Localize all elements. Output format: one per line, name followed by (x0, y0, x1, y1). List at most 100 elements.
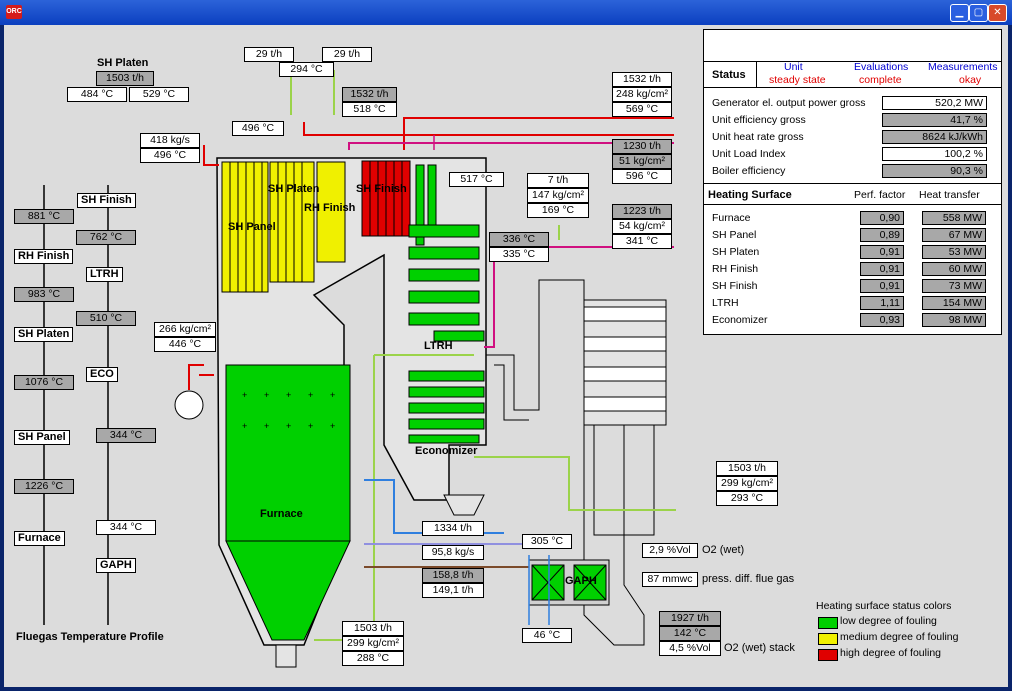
hs-row-factor: 0,90 (860, 211, 904, 225)
close-icon[interactable]: ✕ (988, 4, 1007, 22)
title-bar: ORC ▁ ▢ ✕ (0, 0, 1012, 25)
hs-row-label: SH Finish (712, 280, 758, 292)
svg-text:+: + (286, 421, 291, 431)
hs-col-factor: Perf. factor (854, 189, 906, 201)
stack-o2-label: O2 (wet) stack (724, 642, 795, 654)
status-row-value: 520,2 MW (882, 96, 987, 110)
svg-text:+: + (242, 390, 247, 400)
mid-temp: 169 °C (527, 203, 589, 218)
spray-flow-1: 29 t/h (244, 47, 294, 62)
legend-medium: medium degree of fouling (840, 631, 959, 643)
hs-row-heat: 73 MW (922, 279, 986, 293)
cold-reheat-temp: 341 °C (612, 234, 672, 249)
hs-row-heat: 53 MW (922, 245, 986, 259)
stack-temp: 142 °C (659, 626, 721, 641)
hs-row-heat: 67 MW (922, 228, 986, 242)
status-eval-header: Evaluations (854, 61, 909, 73)
minimize-icon[interactable]: ▁ (950, 4, 969, 22)
o2-wet: 2,9 %Vol (642, 543, 698, 558)
status-eval-value: complete (859, 74, 902, 86)
profile-temp-left-3: 1076 °C (14, 375, 74, 390)
hs-row-label: SH Panel (712, 229, 757, 241)
stack-o2: 4,5 %Vol (659, 641, 721, 656)
air-flow: 1334 t/h (422, 521, 484, 536)
sh-platen-temp-out: 529 °C (129, 87, 189, 102)
label-sh-platen[interactable]: SH Platen (268, 183, 320, 195)
air-inlet-temp: 46 °C (522, 628, 572, 643)
status-meas-value: okay (959, 74, 982, 86)
sh-platen-flow: 1503 t/h (96, 71, 154, 86)
status-row-label: Unit heat rate gross (712, 131, 804, 143)
profile-temp-right-3: 344 °C (96, 428, 156, 443)
hs-title: Heating Surface (708, 189, 792, 201)
press-diff-label: press. diff. flue gas (702, 573, 795, 585)
status-panel: Status Unit steady state Evaluations com… (703, 29, 1002, 335)
stack-flow: 1927 t/h (659, 611, 721, 626)
rh-temp: 518 °C (342, 102, 397, 117)
status-unit-header: Unit (784, 61, 803, 73)
main-steam-flow: 1532 t/h (612, 72, 672, 87)
profile-label-rh-finish: RH Finish (14, 249, 74, 264)
status-row-label: Generator el. output power gross (712, 97, 866, 109)
hs-row-heat: 60 MW (922, 262, 986, 276)
hs-row-heat: 558 MW (922, 211, 986, 225)
label-ltrh[interactable]: LTRH (424, 340, 453, 352)
cold-reheat-flow: 1223 t/h (612, 204, 672, 219)
label-rh-finish[interactable]: RH Finish (304, 202, 356, 214)
profile-label-ltrh: LTRH (86, 267, 123, 282)
sh-platen-temp-in: 484 °C (67, 87, 127, 102)
hs-col-heat: Heat transfer (919, 189, 980, 201)
profile-temp-left-4: 1226 °C (14, 479, 74, 494)
spray-flow-2: 29 t/h (322, 47, 372, 62)
svg-text:+: + (330, 421, 335, 431)
legend-swatch-medium (818, 633, 838, 645)
hs-row-factor: 0,91 (860, 262, 904, 276)
coal-flow-2: 149,1 t/h (422, 583, 484, 598)
label-furnace[interactable]: Furnace (260, 508, 303, 520)
status-row-value: 90,3 % (882, 164, 987, 178)
temp-517: 517 °C (449, 172, 504, 187)
temp-336: 336 °C (489, 232, 549, 247)
status-row-value: 8624 kJ/kWh (882, 130, 987, 144)
hs-row-label: SH Platen (712, 246, 760, 258)
sh-inlet-temp: 496 °C (140, 148, 200, 163)
profile-temp-left-1: 881 °C (14, 209, 74, 224)
fw-flow: 1503 t/h (342, 621, 404, 636)
app-icon[interactable]: ORC (6, 5, 22, 19)
o2-wet-label: O2 (wet) (702, 544, 745, 556)
profile-label-sh-finish: SH Finish (77, 193, 136, 208)
profile-temp-right-4: 344 °C (96, 520, 156, 535)
legend-low: low degree of fouling (840, 615, 937, 627)
secondary-air-flow: 95,8 kg/s (422, 545, 484, 560)
label-economizer[interactable]: Economizer (415, 445, 478, 457)
reheat-pressure: 51 kg/cm² (612, 154, 672, 169)
cold-reheat-pressure: 54 kg/cm² (612, 219, 672, 234)
hs-row-label: Economizer (712, 314, 768, 326)
maximize-icon[interactable]: ▢ (969, 4, 988, 22)
label-sh-finish[interactable]: SH Finish (356, 183, 407, 195)
rh-flow: 1532 t/h (342, 87, 397, 102)
svg-text:+: + (242, 421, 247, 431)
legend-swatch-low (818, 617, 838, 629)
hs-row-factor: 0,89 (860, 228, 904, 242)
main-steam-pressure: 248 kg/cm² (612, 87, 672, 102)
legend-high: high degree of fouling (840, 647, 941, 659)
svg-text:+: + (308, 390, 313, 400)
hs-row-label: Furnace (712, 212, 751, 224)
profile-label-eco: ECO (86, 367, 118, 382)
profile-label-gaph: GAPH (96, 558, 136, 573)
hs-row-label: LTRH (712, 297, 739, 309)
legend-swatch-high (818, 649, 838, 661)
label-sh-panel[interactable]: SH Panel (228, 221, 276, 233)
svg-text:+: + (264, 421, 269, 431)
press-diff: 87 mmwc (642, 572, 698, 587)
hs-row-factor: 0,93 (860, 313, 904, 327)
temp-335: 335 °C (489, 247, 549, 262)
status-row-label: Boiler efficiency (712, 165, 786, 177)
profile-temp-left-2: 983 °C (14, 287, 74, 302)
reheat-temp: 596 °C (612, 169, 672, 184)
label-gaph[interactable]: GAPH (565, 575, 597, 587)
mid-pressure: 147 kg/cm² (527, 188, 589, 203)
status-meas-header: Measurements (928, 61, 998, 73)
